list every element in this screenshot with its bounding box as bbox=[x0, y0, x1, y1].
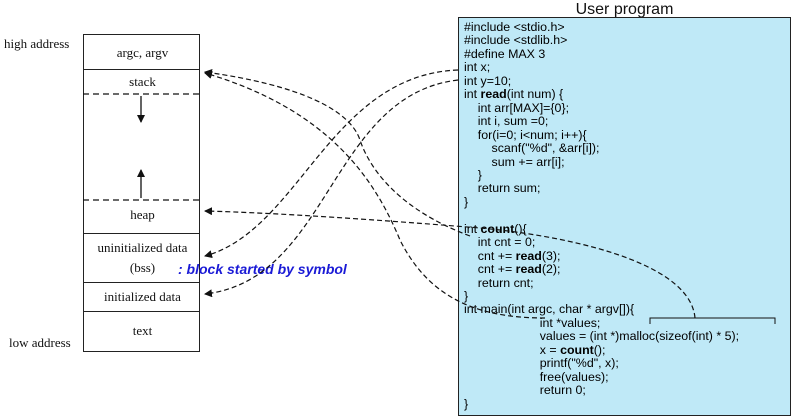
code-line: int count(){ bbox=[464, 223, 527, 236]
code-lines: #include <stdio.h>#include <stdlib.h>#de… bbox=[464, 21, 788, 413]
code-text: cnt += bbox=[464, 262, 516, 277]
code-line: printf("%d", x); bbox=[464, 356, 619, 371]
segment-bss-label-2: (bss) bbox=[129, 260, 156, 275]
high-address-label: high address bbox=[4, 36, 70, 51]
code-line: int main(int argc, char * argv[]){ bbox=[464, 302, 635, 317]
code-text: (int num) { bbox=[506, 87, 564, 102]
code-text: int bbox=[464, 221, 481, 236]
code-text: (); bbox=[593, 342, 606, 357]
low-address-label: low address bbox=[9, 335, 71, 350]
segment-text-label: text bbox=[132, 323, 153, 338]
code-line: sum += arr[i]; bbox=[464, 154, 565, 169]
code-line: } bbox=[464, 194, 469, 209]
code-line: int arr[MAX]={0}; bbox=[464, 100, 570, 115]
code-line: x = count(); bbox=[464, 344, 606, 357]
segment-argc-argv-label: argc, argv bbox=[116, 45, 169, 60]
code-function-name: count bbox=[560, 342, 594, 357]
code-text: (2); bbox=[541, 262, 561, 277]
code-function-name: read bbox=[515, 262, 542, 277]
code-panel-title: User program bbox=[575, 1, 674, 18]
code-line: cnt += read(2); bbox=[464, 262, 561, 277]
code-line: #define MAX 3 bbox=[464, 46, 546, 61]
segment-initialized-data-label: initialized data bbox=[104, 289, 181, 304]
arrow-read-to-stack bbox=[204, 68, 471, 237]
segment-stack-heap: stack heap bbox=[83, 69, 200, 234]
segment-bss: uninitialized data (bss) bbox=[83, 233, 200, 283]
code-line: } bbox=[464, 289, 469, 303]
segment-bss-label-1: uninitialized data bbox=[97, 240, 188, 255]
code-line: cnt += read(3); bbox=[464, 248, 561, 263]
code-text: cnt += bbox=[464, 248, 516, 263]
code-line: values = (int *)malloc(sizeof(int) * 5); bbox=[464, 329, 740, 344]
code-function-name: read bbox=[480, 87, 507, 102]
code-function-name: count bbox=[480, 221, 515, 236]
code-panel: #include <stdio.h>#include <stdlib.h>#de… bbox=[458, 17, 791, 416]
code-text: (3); bbox=[541, 248, 561, 263]
segment-argc-argv: argc, argv bbox=[83, 34, 200, 70]
code-line: return cnt; bbox=[464, 275, 534, 290]
code-line: int y=10; bbox=[464, 73, 512, 88]
code-line: int x; bbox=[464, 60, 491, 75]
code-line: int cnt = 0; bbox=[464, 235, 536, 250]
code-line: int *values; bbox=[464, 315, 601, 330]
code-text: x = bbox=[464, 342, 561, 357]
code-line: for(i=0; i<num; i++){ bbox=[464, 127, 587, 142]
code-line: return sum; bbox=[464, 181, 541, 196]
segment-initialized-data: initialized data bbox=[83, 282, 200, 312]
segment-heap-label: heap bbox=[130, 207, 155, 222]
code-line: scanf("%d", &arr[i]); bbox=[464, 141, 600, 156]
code-text: (){ bbox=[514, 221, 527, 236]
segment-stack-label: stack bbox=[129, 74, 156, 89]
bss-note: : block started by symbol bbox=[178, 261, 347, 277]
code-function-name: read bbox=[515, 248, 542, 263]
code-line: } bbox=[464, 167, 482, 182]
code-text: int bbox=[464, 87, 481, 102]
code-line: return 0; bbox=[464, 383, 586, 398]
code-line: int read(int num) { bbox=[464, 88, 563, 101]
code-line: } bbox=[464, 396, 469, 411]
code-line: int i, sum =0; bbox=[464, 114, 549, 129]
arrow-x-to-bss bbox=[204, 69, 459, 258]
code-line: #include <stdio.h> bbox=[464, 20, 565, 34]
code-line: free(values); bbox=[464, 369, 609, 384]
segment-text: text bbox=[83, 311, 200, 352]
code-line: #include <stdlib.h> bbox=[464, 33, 568, 48]
